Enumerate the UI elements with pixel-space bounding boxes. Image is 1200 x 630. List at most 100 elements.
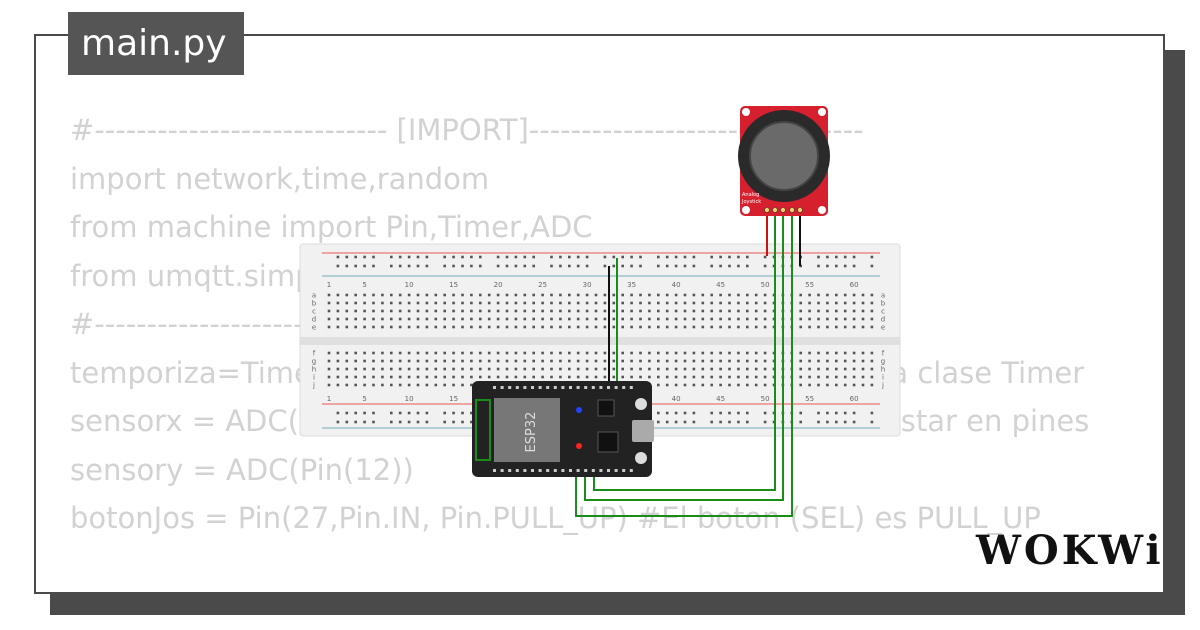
boot-button[interactable] (635, 398, 647, 410)
hole (630, 293, 633, 297)
hole (710, 383, 713, 387)
esp32-pin (622, 386, 626, 389)
row-letter: d (312, 316, 316, 324)
hole (737, 317, 740, 321)
hole (390, 359, 393, 363)
rail-hole (728, 255, 731, 259)
hole (817, 309, 820, 313)
hole (719, 351, 722, 355)
rail-hole (852, 420, 856, 424)
esp32-pin (561, 386, 565, 389)
hole (728, 293, 731, 297)
hole (817, 383, 820, 387)
esp32-pin (591, 469, 595, 472)
hole (550, 351, 553, 355)
hole (870, 309, 874, 313)
hole (434, 375, 438, 379)
hole (826, 351, 829, 355)
hole (870, 325, 874, 329)
hole (763, 317, 767, 321)
esp32-pin (531, 386, 534, 389)
hole (496, 309, 500, 313)
file-tab-main-py[interactable]: main.py (68, 12, 244, 75)
hole (479, 293, 482, 297)
hole (398, 359, 402, 363)
hole (336, 375, 340, 379)
esp32-pin (629, 386, 633, 389)
hole (576, 359, 580, 363)
hole (612, 351, 616, 355)
hole (381, 367, 384, 371)
hole (843, 351, 847, 355)
hole (719, 293, 722, 297)
hole (345, 383, 349, 387)
wire-green-horz (584, 210, 784, 501)
column-number: 45 (716, 395, 725, 403)
row-letter: f (882, 350, 885, 358)
hole (585, 301, 589, 305)
hole (576, 325, 580, 329)
analog-joystick[interactable]: Analog Joystick (738, 106, 830, 216)
hole (630, 325, 633, 329)
rail-hole (336, 264, 340, 268)
hole (621, 293, 624, 297)
row-letter: b (312, 300, 317, 308)
rail-hole (710, 255, 713, 259)
hole (523, 359, 527, 363)
hole (674, 293, 678, 297)
esp32-board[interactable]: ESP32 (472, 381, 654, 477)
hole (817, 293, 820, 297)
hole (550, 317, 553, 321)
esp32-pin (599, 469, 603, 472)
hole (701, 359, 705, 363)
hole (710, 359, 713, 363)
hole (612, 293, 616, 297)
column-number: 60 (850, 281, 859, 289)
hole (354, 359, 357, 363)
hole (327, 317, 331, 321)
column-number: 55 (805, 281, 814, 289)
hole (523, 301, 527, 305)
en-button[interactable] (635, 452, 647, 464)
hole (674, 375, 678, 379)
hole (541, 367, 544, 371)
rail-hole (559, 255, 562, 259)
hole (861, 383, 865, 387)
hole (505, 301, 509, 305)
hole (425, 383, 429, 387)
hole (665, 359, 669, 363)
hole (541, 301, 544, 305)
hole (452, 293, 455, 297)
hole (345, 317, 349, 321)
rail-hole (461, 420, 464, 424)
rail-hole (390, 420, 393, 424)
hole (710, 309, 713, 313)
rail-hole (345, 411, 349, 415)
rail-hole (763, 264, 767, 268)
hole (746, 309, 749, 313)
hole (479, 317, 482, 321)
hole (648, 317, 651, 321)
rail-hole (585, 255, 589, 259)
hole (603, 301, 607, 305)
hole (683, 383, 687, 387)
hole (559, 375, 562, 379)
hole (692, 359, 696, 363)
hole (630, 367, 633, 371)
mount-hole-tl (742, 108, 750, 116)
hole (532, 317, 535, 321)
hole (398, 383, 402, 387)
rail-hole (568, 255, 571, 259)
hole (870, 383, 874, 387)
hole (496, 359, 500, 363)
hole (826, 383, 829, 387)
hole (763, 293, 767, 297)
rail-hole (852, 255, 856, 259)
joystick-knob[interactable] (749, 121, 819, 191)
rail-hole (657, 264, 660, 268)
esp32-pin (523, 469, 527, 472)
hole (550, 301, 553, 305)
hole (763, 325, 767, 329)
hole (470, 375, 473, 379)
row-letter: a (881, 292, 885, 300)
